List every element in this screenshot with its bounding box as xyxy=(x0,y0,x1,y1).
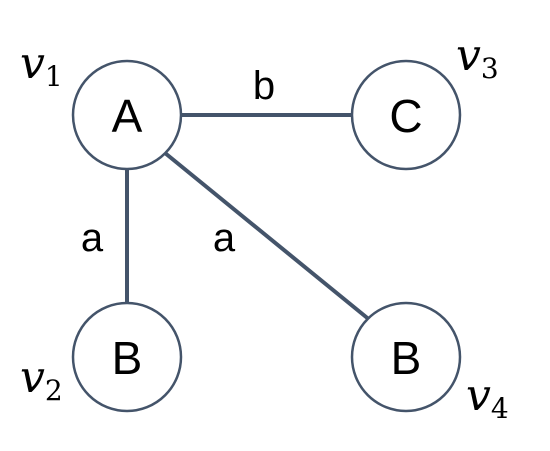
edge-labels: b a a xyxy=(81,64,275,260)
var-subscript: 2 xyxy=(45,374,63,407)
var-symbol: v xyxy=(20,352,45,403)
vertex-name-v4: v4 xyxy=(466,370,509,425)
var-subscript: 1 xyxy=(45,60,63,93)
vertex-name-text: v1 xyxy=(20,38,63,93)
node-circle xyxy=(71,301,183,413)
node-v3: C xyxy=(350,59,462,171)
edge-label-v1-v3: b xyxy=(253,64,275,108)
edges xyxy=(125,113,373,323)
node-label: A xyxy=(112,90,143,142)
vertex-name-text: v4 xyxy=(466,370,509,425)
vertex-name-text: v2 xyxy=(20,352,63,407)
node-v4: B xyxy=(350,301,462,413)
node-v1: A xyxy=(71,59,183,171)
vertex-name-v1: v1 xyxy=(20,38,63,93)
edge-label-v1-v2: a xyxy=(81,216,104,260)
node-circle xyxy=(350,59,462,171)
edge-v1-v4 xyxy=(163,151,373,323)
var-symbol: v xyxy=(466,370,491,421)
vertex-name-text: v3 xyxy=(456,30,499,85)
vertex-name-v2: v2 xyxy=(20,352,63,407)
node-v2: B xyxy=(71,301,183,413)
var-symbol: v xyxy=(456,30,481,81)
node-circle xyxy=(350,301,462,413)
var-symbol: v xyxy=(20,38,45,89)
edge-label-v1-v4: a xyxy=(213,216,236,260)
var-subscript: 3 xyxy=(481,52,499,85)
node-circle xyxy=(71,59,183,171)
vertex-name-v3: v3 xyxy=(456,30,499,85)
node-label: B xyxy=(391,332,422,384)
node-label: B xyxy=(112,332,143,384)
var-subscript: 4 xyxy=(491,392,509,425)
node-label: C xyxy=(389,90,422,142)
